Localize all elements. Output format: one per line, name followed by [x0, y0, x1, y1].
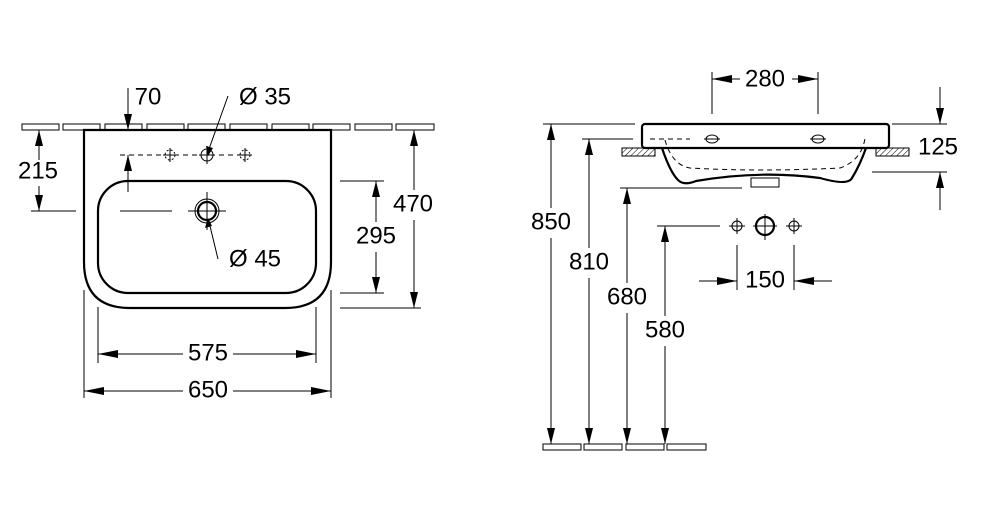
basin-body	[660, 147, 868, 185]
drain-outlet	[750, 177, 780, 188]
wall-tiles	[21, 123, 435, 131]
dim-tap-depth: 215	[18, 157, 58, 184]
side-view: 280 125 150 850	[531, 65, 958, 451]
bowl-outline	[96, 179, 318, 295]
basin-outline	[82, 128, 333, 310]
wall-hatch-left	[621, 147, 656, 157]
dim-tap-offset: 70	[135, 83, 162, 110]
dim-drain: Ø 45	[229, 245, 281, 272]
dim-tap-hole: Ø 35	[239, 83, 291, 110]
dim-tap-spacing: 280	[745, 65, 785, 92]
floor-tiles	[542, 443, 707, 451]
valve-positions	[729, 214, 802, 240]
dim-depth-total: 470	[393, 190, 433, 217]
dim-bowl-width: 575	[188, 339, 228, 366]
dim-height-810: 810	[569, 248, 609, 275]
dim-height-top: 850	[531, 208, 571, 235]
dim-height-580: 580	[645, 316, 685, 343]
tap-holes	[120, 146, 255, 164]
dim-height-680: 680	[607, 283, 647, 310]
dim-bowl-depth: 295	[356, 222, 396, 249]
wall-hatch-right	[875, 147, 910, 157]
basin-rim	[640, 122, 891, 150]
dim-height-basin: 125	[918, 133, 958, 160]
dim-total-width: 650	[188, 376, 228, 403]
dim-valve-spacing: 150	[745, 266, 785, 293]
top-view: 70 Ø 35 215 295 470 Ø 45 5	[18, 83, 435, 403]
rim-tap-holes	[704, 134, 826, 144]
